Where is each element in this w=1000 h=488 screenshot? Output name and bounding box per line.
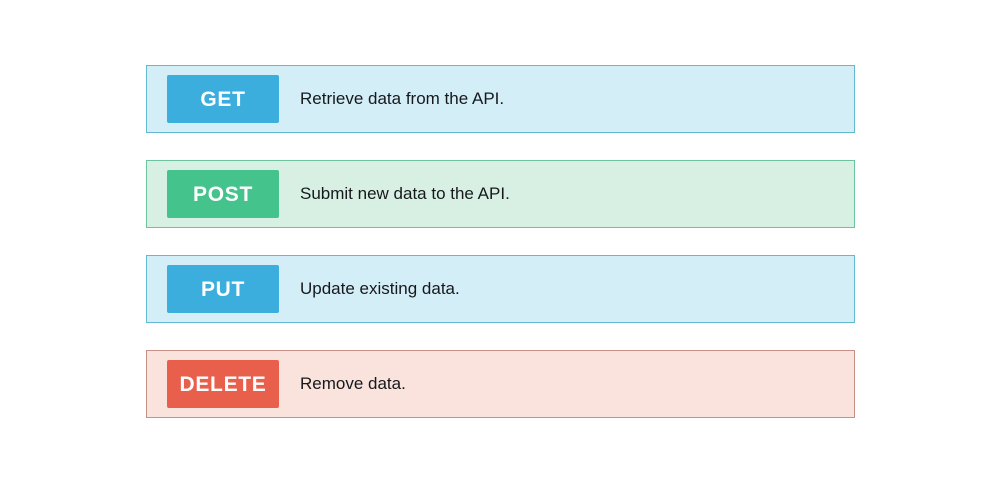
method-row[interactable]: PUT Update existing data.	[146, 255, 855, 323]
method-description: Update existing data.	[300, 278, 460, 298]
http-method-list: GET Retrieve data from the API. POST Submit…	[146, 65, 855, 445]
method-badge-post[interactable]: POST	[167, 170, 279, 218]
method-badge-get[interactable]: GET	[167, 75, 279, 123]
method-description: Retrieve data from the API.	[300, 88, 505, 108]
method-row[interactable]: GET Retrieve data from the API.	[146, 65, 855, 133]
method-row[interactable]: DELETE Remove data.	[146, 350, 855, 418]
method-badge-put[interactable]: PUT	[167, 265, 279, 313]
method-row[interactable]: POST Submit new data to the API.	[146, 160, 855, 228]
method-badge-delete[interactable]: DELETE	[167, 360, 279, 408]
method-description: Remove data.	[300, 373, 406, 393]
method-description: Submit new data to the API.	[300, 183, 510, 203]
